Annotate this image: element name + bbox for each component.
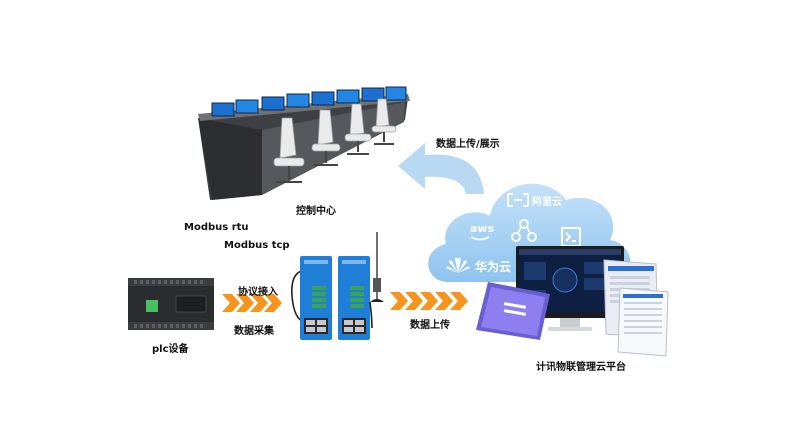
- aws-label: aws: [470, 222, 495, 235]
- connection-nodes-icon: [511, 219, 537, 242]
- data-collection-label: 数据采集: [234, 326, 274, 337]
- plc-device-label: plc设备: [152, 344, 189, 355]
- control-center-label: 控制中心: [296, 206, 336, 217]
- data-upload-display-label: 数据上传/展示: [436, 139, 500, 150]
- data-upload-label: 数据上传: [410, 320, 450, 331]
- protocol-access-label: 协议接入: [238, 287, 278, 298]
- aliyun-label: 阿里云: [532, 197, 562, 208]
- chair-row: [273, 98, 397, 183]
- monitor-row: [211, 86, 407, 117]
- aliyun-icon: [507, 193, 529, 207]
- huawei-icon: [446, 257, 470, 273]
- aws-smile-icon: [470, 236, 490, 241]
- cloud-platform-label: 计讯物联管理云平台: [536, 362, 626, 373]
- modbus-tcp-label: Modbus tcp: [224, 240, 290, 251]
- huawei-label: 华为云: [475, 260, 512, 274]
- modbus-rtu-label: Modbus rtu: [184, 222, 249, 233]
